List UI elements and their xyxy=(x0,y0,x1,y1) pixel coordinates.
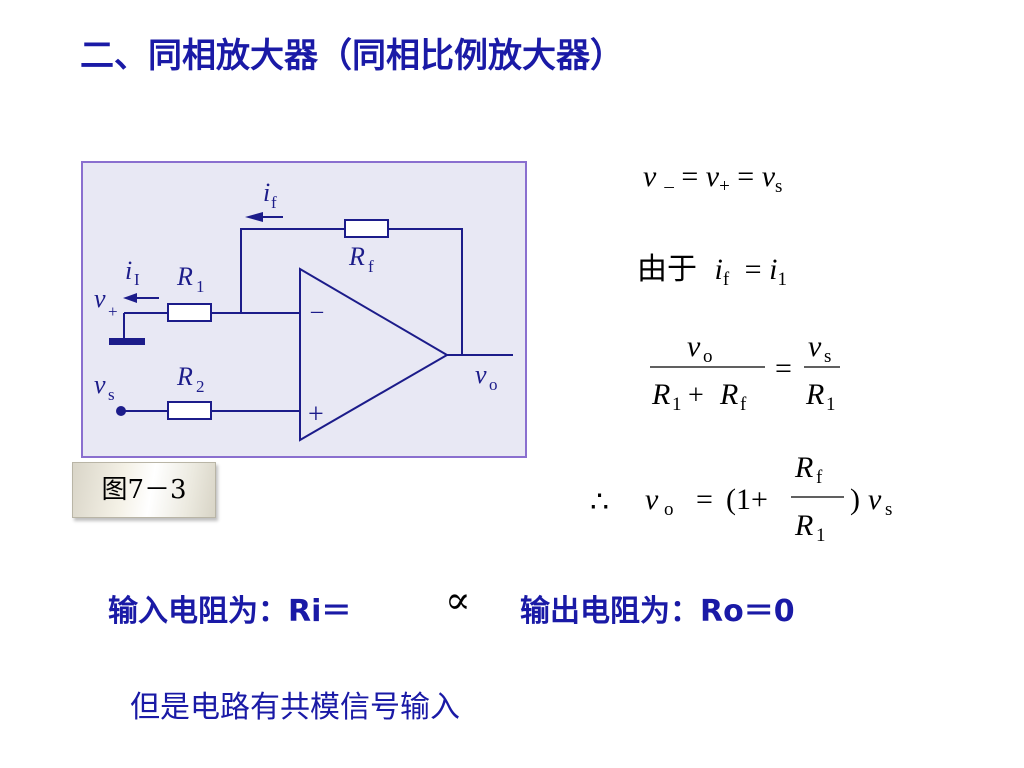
eq4-den-sub-1: 1 xyxy=(816,525,826,546)
equation-4: ∴ v o = (1+ R f R 1 ) v s xyxy=(590,451,892,546)
eq4-sub-s: s xyxy=(885,499,892,520)
eq1-sub-s: s xyxy=(775,176,783,197)
eq4-num-r: R xyxy=(794,451,813,484)
common-mode-note: 但是电路有共模信号输入 xyxy=(130,690,460,725)
resistor-r1 xyxy=(167,303,212,322)
equation-2: 由于 if = i1 xyxy=(637,244,787,291)
label-vplus-v: v xyxy=(94,284,106,313)
eq1-v-plus: v xyxy=(705,160,720,193)
eq4-v-o: v xyxy=(645,483,659,516)
eq4-num-sub-f: f xyxy=(816,467,823,488)
eq3-equals: = xyxy=(775,352,792,385)
page-title: 二、同相放大器（同相比例放大器） xyxy=(80,36,624,76)
label-vs-sub: s xyxy=(108,385,115,404)
eq4-close-paren: ) xyxy=(850,483,860,516)
label-ii-sub: I xyxy=(134,270,140,289)
label-vplus-sub: + xyxy=(108,302,118,321)
eq4-therefore-icon: ∴ xyxy=(590,486,609,519)
label-ii-i: i xyxy=(125,256,132,285)
feedback-wire xyxy=(240,228,463,356)
eq1-v-s: v xyxy=(761,160,776,193)
if-arrow-icon xyxy=(245,212,263,222)
eq3-num-sub-s: s xyxy=(824,346,831,367)
op-amp-triangle xyxy=(299,267,449,442)
label-if-i: i xyxy=(263,178,270,207)
eq2-sub-1: 1 xyxy=(777,269,787,290)
vs-terminal xyxy=(116,406,126,416)
eq2-prefix: 由于 xyxy=(637,252,697,287)
label-noninverting-sign: + xyxy=(308,399,324,430)
eq3-den-sub-f: f xyxy=(740,394,747,415)
eq4-den-r: R xyxy=(794,509,813,542)
resistor-rf xyxy=(344,219,389,238)
eq3-num-sub-o: o xyxy=(703,346,713,367)
resistor-r2 xyxy=(167,401,212,420)
eq4-open-paren: (1+ xyxy=(726,483,768,516)
label-vo-v: v xyxy=(475,360,487,389)
eq3-den-sub-1-right: 1 xyxy=(826,394,836,415)
ii-arrow-icon xyxy=(123,293,137,303)
eq1-equals-2: = xyxy=(737,160,755,193)
eq2-sub-f: f xyxy=(722,269,730,290)
eq1-sub-minus: – xyxy=(664,176,674,197)
eq4-equals: = xyxy=(696,483,713,516)
eq3-den-r1-right: R xyxy=(805,378,824,411)
label-r1-sub: 1 xyxy=(196,277,205,296)
label-inverting-sign: – xyxy=(310,298,324,324)
eq2-i-1: i xyxy=(769,253,778,286)
eq1-sub-plus: + xyxy=(719,176,730,197)
eq2-i-f: i xyxy=(714,253,723,286)
figure-caption: 图7－3 xyxy=(72,462,216,518)
eq3-den-rf: R xyxy=(719,378,738,411)
label-vs-v: v xyxy=(94,370,106,399)
equation-3: v o R 1 + R f = v s R 1 xyxy=(650,330,840,415)
ground-bar xyxy=(109,338,145,345)
eq2-equals: = xyxy=(744,253,762,286)
circuit-frame xyxy=(81,161,527,458)
eq3-den-sub-1: 1 xyxy=(672,394,682,415)
input-resistance-text: 输入电阻为：Ri＝ xyxy=(108,594,352,629)
label-r2-sub: 2 xyxy=(196,377,205,396)
label-r1-r: R xyxy=(176,262,193,291)
label-rf-r: R xyxy=(348,242,365,271)
label-rf-sub: f xyxy=(368,257,374,276)
equation-1: v– = v+ = vs xyxy=(643,160,782,198)
eq3-num-vs: v xyxy=(808,330,822,363)
circuit-diagram: i f R f i I R 1 v + R 2 v s v o – + xyxy=(94,178,513,442)
eq4-sub-o: o xyxy=(664,499,674,520)
eq1-v-minus: v xyxy=(643,160,657,193)
label-r2-r: R xyxy=(176,362,193,391)
label-if-sub: f xyxy=(271,193,277,212)
eq3-den-r1: R xyxy=(651,378,670,411)
eq3-den-plus: + xyxy=(688,380,704,411)
output-resistance-text: 输出电阻为：Ro＝0 xyxy=(520,594,795,629)
infinity-icon: ∝ xyxy=(445,578,471,622)
label-vo-sub: o xyxy=(489,375,498,394)
eq4-v-s: v xyxy=(868,483,882,516)
eq1-equals-1: = xyxy=(681,160,699,193)
eq3-num-v: v xyxy=(687,330,701,363)
